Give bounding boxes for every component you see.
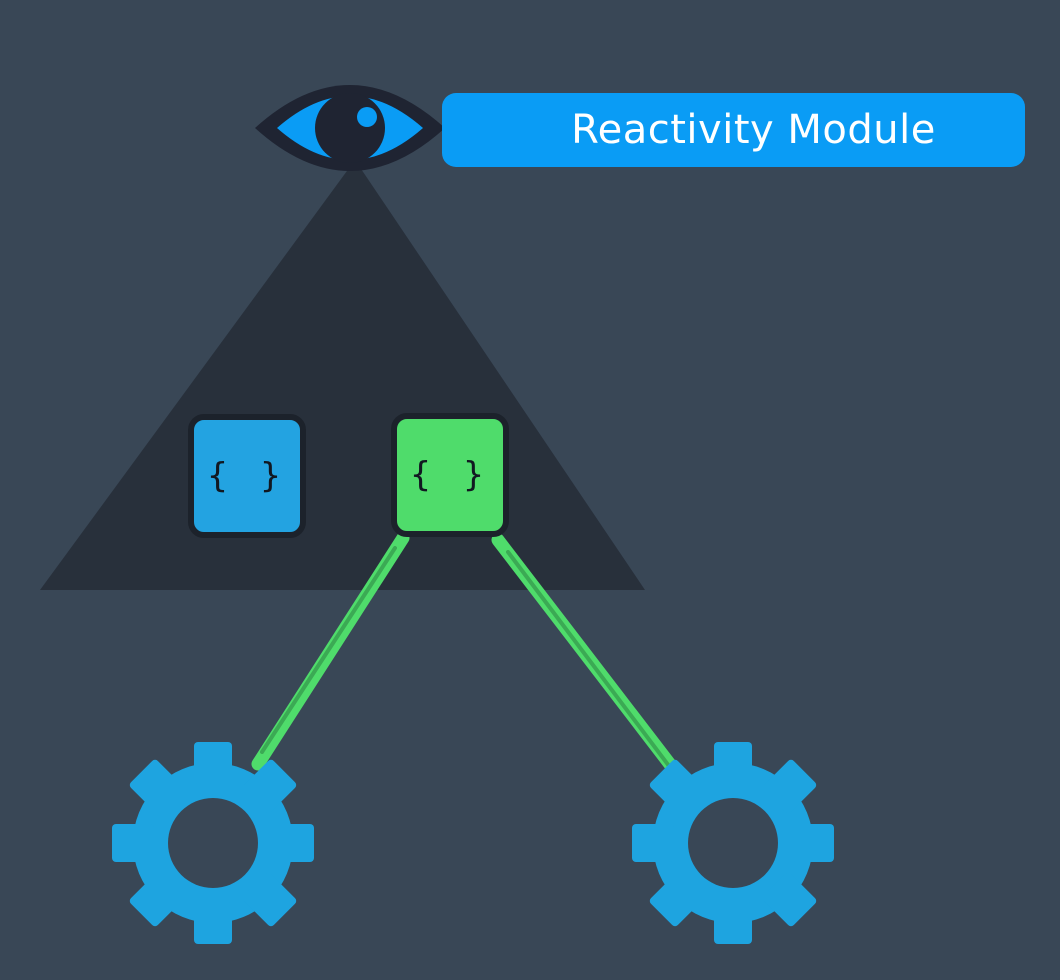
eye-icon [255,85,445,171]
dependency-links [251,531,689,787]
reactive-object-green: { } [391,413,509,537]
gear-icon [632,742,834,944]
object-braces-icon: { } [207,456,287,496]
reactive-object-blue: { } [188,414,306,538]
gear-icon [112,742,314,944]
reactivity-module-text: Reactivity Module [571,107,936,153]
reactivity-module-label: Reactivity Module [442,93,1025,167]
link-to-left-gear-shadow [260,546,397,754]
link-to-right-gear-shadow [506,550,674,772]
gear-icon-right [632,742,834,944]
gear-icon-left [112,742,314,944]
object-braces-icon: { } [410,455,490,495]
watcher-cone [40,160,645,590]
